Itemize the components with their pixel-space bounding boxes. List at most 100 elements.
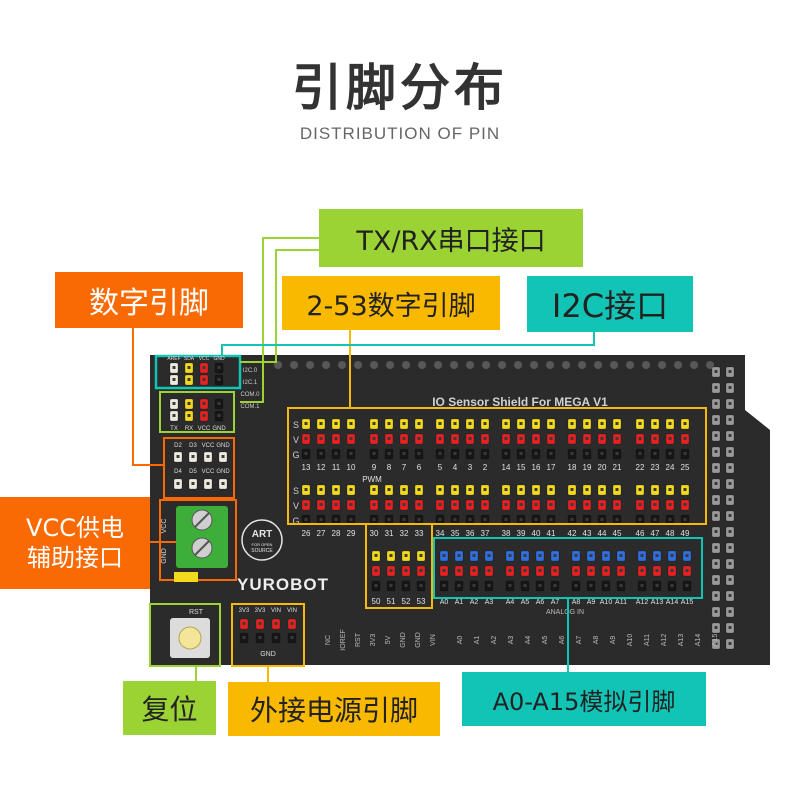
power-row-label: VIN <box>430 634 437 646</box>
power-pin-bottom-hole <box>274 636 278 639</box>
digital-pin-hole <box>638 503 642 506</box>
side-pin-b-hole <box>728 578 732 581</box>
digital-pin-label: 26 <box>302 529 311 538</box>
analog-pin-label: A0 <box>440 599 449 606</box>
analog-pin-label: A9 <box>587 599 596 606</box>
label-external-power: 外接电源引脚 <box>228 682 440 736</box>
digital-pin-label: 40 <box>532 529 541 538</box>
digital-pin-hole <box>600 422 604 425</box>
d-header2-pin-hole <box>176 482 180 485</box>
digital-50s-pin-hole <box>404 584 408 587</box>
power-row-label: 5V <box>385 635 392 644</box>
label-txrx-serial: TX/RX串口接口 <box>319 209 583 267</box>
terminal-screw-slot <box>194 512 210 528</box>
analog-pin-hole <box>457 569 461 572</box>
d-header2-label: GND <box>216 469 230 475</box>
digital-pin-hole <box>683 503 687 506</box>
digital-pin-hole <box>483 488 487 491</box>
analog-pin-hole <box>685 584 689 587</box>
digital-pin-hole <box>549 488 553 491</box>
digital-pin-hole <box>570 437 574 440</box>
digital-pin-label: 32 <box>400 529 409 538</box>
analog-pin-label: A11 <box>615 599 627 606</box>
d-header1-label: VCC <box>202 443 215 449</box>
digital-pin-hole <box>417 422 421 425</box>
digital-pin-hole <box>417 503 421 506</box>
digital-pin-hole <box>585 422 589 425</box>
digital-pin-label: 41 <box>547 529 556 538</box>
digital-pin-hole <box>438 488 442 491</box>
digital-pin-hole <box>534 518 538 521</box>
bottom-analog-label: A14 <box>695 634 702 647</box>
power-pin-label: 3V3 <box>239 608 250 614</box>
digital-pin-hole <box>534 452 538 455</box>
digital-pin-hole <box>349 437 353 440</box>
digital-pin-hole <box>585 452 589 455</box>
logo-art: ART <box>252 529 273 540</box>
bottom-analog-label: A9 <box>610 636 617 645</box>
digital-pin-hole <box>668 437 672 440</box>
digital-pin-hole <box>668 422 672 425</box>
analog-pin-hole <box>604 584 608 587</box>
digital-pin-hole <box>387 437 391 440</box>
screw-terminal <box>176 506 228 568</box>
digital-pin-hole <box>319 452 323 455</box>
digital-pin-hole <box>304 452 308 455</box>
bottom-analog-label: A11 <box>644 634 651 646</box>
digital-pin-hole <box>638 488 642 491</box>
d-header1-pin-hole <box>221 455 225 458</box>
analog-pin-hole <box>472 584 476 587</box>
digital-pin-hole <box>483 422 487 425</box>
i2c-pin2-hole <box>202 378 206 381</box>
side-pin-a-hole <box>714 482 718 485</box>
analog-pin-hole <box>523 569 527 572</box>
top-via <box>610 361 618 369</box>
side-pin-b-hole <box>728 498 732 501</box>
digital-pin-hole <box>638 518 642 521</box>
d-header2-label: D4 <box>174 469 182 475</box>
top-via <box>626 361 634 369</box>
digital-pin-hole <box>668 488 672 491</box>
digital-pin-hole <box>519 452 523 455</box>
digital-pin-label: 22 <box>636 463 645 472</box>
digital-pin-label: 31 <box>385 529 394 538</box>
digital-pin-label: 48 <box>666 529 675 538</box>
analog-pin-hole <box>640 554 644 557</box>
analog-pin-hole <box>685 569 689 572</box>
digital-pin-label: 42 <box>568 529 577 538</box>
digital-pin-hole <box>319 488 323 491</box>
callout-txrx-2 <box>240 249 319 363</box>
analog-pin-hole <box>655 569 659 572</box>
digital-50s-pin-hole <box>389 584 393 587</box>
digital-pin-hole <box>417 518 421 521</box>
top-via <box>322 361 330 369</box>
digital-pin-hole <box>534 437 538 440</box>
bottom-analog-label: A10 <box>627 634 634 647</box>
digital-pin-hole <box>372 422 376 425</box>
power-row-label: IOREF <box>340 629 347 650</box>
digital-pin-hole <box>570 503 574 506</box>
side-pin-b-hole <box>728 370 732 373</box>
side-pin-a-hole <box>714 466 718 469</box>
serial-pin-hole <box>217 402 221 405</box>
side-pin-a-hole <box>714 642 718 645</box>
i2c-pin-label: SDA <box>184 356 195 362</box>
digital-pin-hole <box>519 437 523 440</box>
digital-pin-hole <box>453 422 457 425</box>
analog-pin-hole <box>604 554 608 557</box>
analog-pin-hole <box>619 569 623 572</box>
top-via <box>658 361 666 369</box>
analog-pin-hole <box>574 554 578 557</box>
top-via <box>482 361 490 369</box>
side-pin-a-hole <box>714 578 718 581</box>
digital-pin-label: 25 <box>681 463 690 472</box>
row-letter-bot: G <box>292 516 299 526</box>
digital-50s-label: 52 <box>402 597 411 606</box>
digital-pin-label: 19 <box>583 463 592 472</box>
digital-pin-label: 16 <box>532 463 541 472</box>
digital-pin-hole <box>600 503 604 506</box>
terminal-screw-slot <box>194 540 210 556</box>
analog-pin-hole <box>553 569 557 572</box>
digital-pin-hole <box>438 422 442 425</box>
digital-pin-label: 27 <box>317 529 326 538</box>
